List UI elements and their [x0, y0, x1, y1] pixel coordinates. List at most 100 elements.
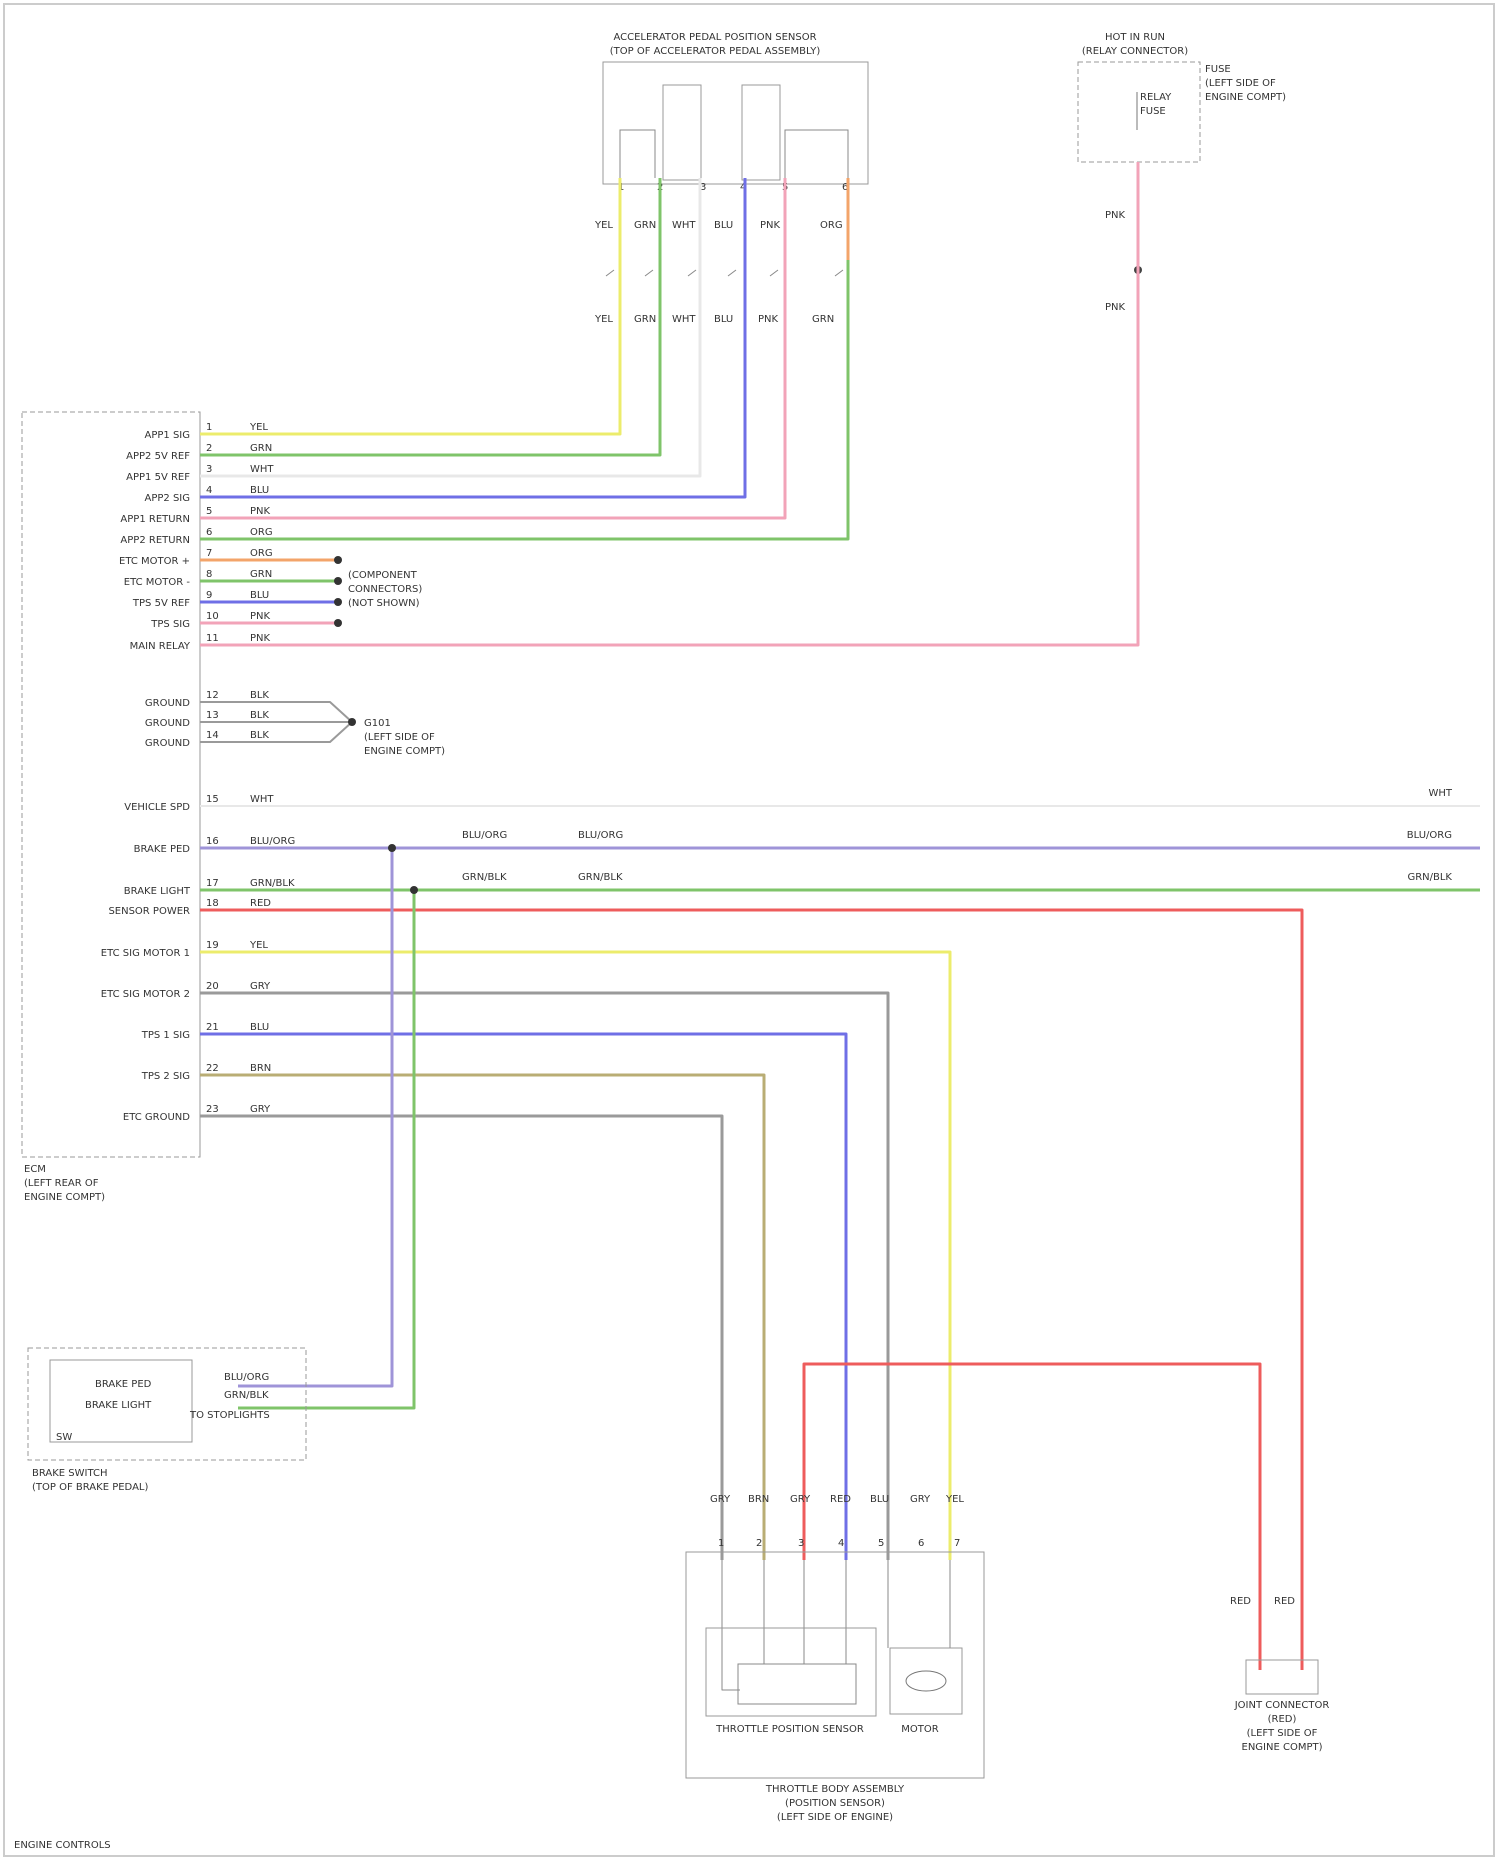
joint-connector-box — [1246, 1660, 1318, 1694]
app-wire-upper-5: PNK — [760, 220, 781, 231]
relay-inner-label: RELAY — [1140, 92, 1172, 103]
joint-title-4: ENGINE COMPT) — [1242, 1742, 1323, 1753]
throttle-motor-box — [890, 1648, 962, 1714]
app-wire-lower-5: PNK — [758, 314, 779, 325]
joint-title-3: (LEFT SIDE OF — [1247, 1728, 1318, 1739]
ecm-upper-pin-6: 7 — [206, 548, 212, 559]
relay-wire-lower: PNK — [1105, 302, 1126, 313]
tb-wire-4: BLU — [870, 1494, 889, 1505]
relay-note-3: ENGINE COMPT) — [1205, 92, 1286, 103]
ecm-ground-wire-1: BLK — [250, 710, 269, 721]
relay-fuse-label: FUSE — [1140, 106, 1166, 117]
ecm-upper-pin-9: 10 — [206, 611, 219, 622]
relay-note-1: FUSE — [1205, 64, 1231, 75]
ecm-ground-pins: GROUND12BLKGROUND13BLKGROUND14BLK — [145, 690, 270, 749]
ecm-upper-name-5: APP2 RETURN — [120, 535, 190, 546]
wire-tps1 — [200, 1034, 846, 1560]
ecm-lower-wire-2: GRN/BLK — [250, 878, 295, 889]
joint-wire-2: RED — [1274, 1596, 1295, 1607]
ecm-upper-pin-10: 11 — [206, 633, 219, 644]
tb-pin-3: 4 — [838, 1538, 844, 1549]
app-wire-upper-3: WHT — [672, 220, 696, 231]
brake-switch-wire-1: BLU/ORG — [224, 1372, 269, 1383]
wire-ground-1 — [200, 702, 352, 722]
ecm-lower-wire-7: BRN — [250, 1063, 271, 1074]
ecm-ground-pin-0: 12 — [206, 690, 219, 701]
ecm-lower-pin-2: 17 — [206, 878, 219, 889]
app-sensor-element-2 — [742, 85, 780, 180]
wire-app1-sig — [200, 178, 620, 434]
relay-wire-upper: PNK — [1105, 210, 1126, 221]
ecm-lower-pin-1: 16 — [206, 836, 219, 847]
ecm-lower-pin-0: 15 — [206, 794, 219, 805]
ecm-upper-pin-0: 1 — [206, 422, 212, 433]
brake-switch-outer — [28, 1348, 306, 1460]
tb-pin-4: 5 — [878, 1538, 884, 1549]
ecm-title-1: ECM — [24, 1164, 46, 1175]
motor-icon — [906, 1671, 946, 1691]
ecm-lower-wire-4: YEL — [249, 940, 268, 951]
right-label-bp: BLU/ORG — [1407, 830, 1452, 841]
ecm-upper-name-8: TPS 5V REF — [132, 598, 190, 609]
ecm-lower-name-4: ETC SIG MOTOR 1 — [101, 948, 190, 959]
wire-etc-motor1 — [200, 952, 950, 1560]
right-label-vss: WHT — [1428, 788, 1452, 799]
bs-dot-2 — [410, 886, 418, 894]
ecm-ground-name-2: GROUND — [145, 738, 190, 749]
splice-dot-1 — [334, 577, 342, 585]
ecm-lower-pin-5: 20 — [206, 981, 219, 992]
ecm-lower-wire-5: GRY — [250, 981, 271, 992]
ecm-ground-pin-2: 14 — [206, 730, 219, 741]
ecm-ground-wire-2: BLK — [250, 730, 269, 741]
brake-switch-title-1: BRAKE SWITCH — [32, 1468, 108, 1479]
splice-note-1: (COMPONENT — [348, 570, 418, 581]
throttle-body-box — [686, 1552, 984, 1778]
ecm-upper-name-1: APP2 5V REF — [126, 451, 190, 462]
tb-wire-3: RED — [830, 1494, 851, 1505]
mid-label-bp-2: BLU/ORG — [578, 830, 623, 841]
app-wire-lower-6: GRN — [812, 314, 834, 325]
ecm-upper-name-3: APP2 SIG — [145, 493, 191, 504]
tb-wire-6: YEL — [945, 1494, 964, 1505]
wire-app1-ref — [200, 178, 700, 476]
tb-int-1 — [722, 1560, 740, 1690]
joint-wire-1: RED — [1230, 1596, 1251, 1607]
wire-ground-3 — [200, 722, 352, 742]
app-sensor-trace-1 — [620, 130, 655, 178]
splice-note-2: CONNECTORS) — [348, 584, 422, 595]
ecm-title-3: ENGINE COMPT) — [24, 1192, 105, 1203]
page-border — [4, 4, 1494, 1856]
ground-note-2: (LEFT SIDE OF — [364, 732, 435, 743]
ecm-upper-wire-9: PNK — [250, 611, 271, 622]
tb-pin-6: 7 — [954, 1538, 960, 1549]
joint-connector: RED RED JOINT CONNECTOR (RED) (LEFT SIDE… — [1230, 1596, 1329, 1753]
ecm-lower-name-5: ETC SIG MOTOR 2 — [101, 989, 190, 1000]
app-sensor-element-1 — [663, 85, 701, 180]
app-wire-lower-2: GRN — [634, 314, 656, 325]
ecm-upper-name-6: ETC MOTOR + — [119, 556, 190, 567]
brake-switch-inner-2: BRAKE LIGHT — [85, 1400, 152, 1411]
mid-label-bp-1: BLU/ORG — [462, 830, 507, 841]
app-sensor-title-2: (TOP OF ACCELERATOR PEDAL ASSEMBLY) — [610, 46, 821, 57]
ecm-ground-name-0: GROUND — [145, 698, 190, 709]
ecm-upper-wire-1: GRN — [250, 443, 272, 454]
ecm-lower-wire-0: WHT — [250, 794, 274, 805]
app-wire-lower-1: YEL — [594, 314, 613, 325]
brake-switch-wire-2: GRN/BLK — [224, 1390, 269, 1401]
ecm-lower-pin-8: 23 — [206, 1104, 219, 1115]
tb-wire-2: GRY — [790, 1494, 811, 1505]
app-wire-lower-3: WHT — [672, 314, 696, 325]
ecm-upper-name-7: ETC MOTOR - — [124, 577, 191, 588]
wire-etc-ground — [200, 1116, 722, 1560]
wire-etc-motor2 — [200, 993, 888, 1560]
throttle-motor-label: MOTOR — [901, 1724, 938, 1735]
ecm-upper-wire-3: BLU — [250, 485, 269, 496]
bs-dot-1 — [388, 844, 396, 852]
tb-pin-1: 2 — [756, 1538, 762, 1549]
ecm-lower-wire-1: BLU/ORG — [250, 836, 295, 847]
throttle-title-3: (LEFT SIDE OF ENGINE) — [777, 1812, 893, 1823]
splice-note-3: (NOT SHOWN) — [348, 598, 420, 609]
brake-switch: BRAKE PED BRAKE LIGHT SW BLU/ORG GRN/BLK… — [28, 1348, 306, 1493]
ecm-lower-name-0: VEHICLE SPD — [124, 802, 190, 813]
